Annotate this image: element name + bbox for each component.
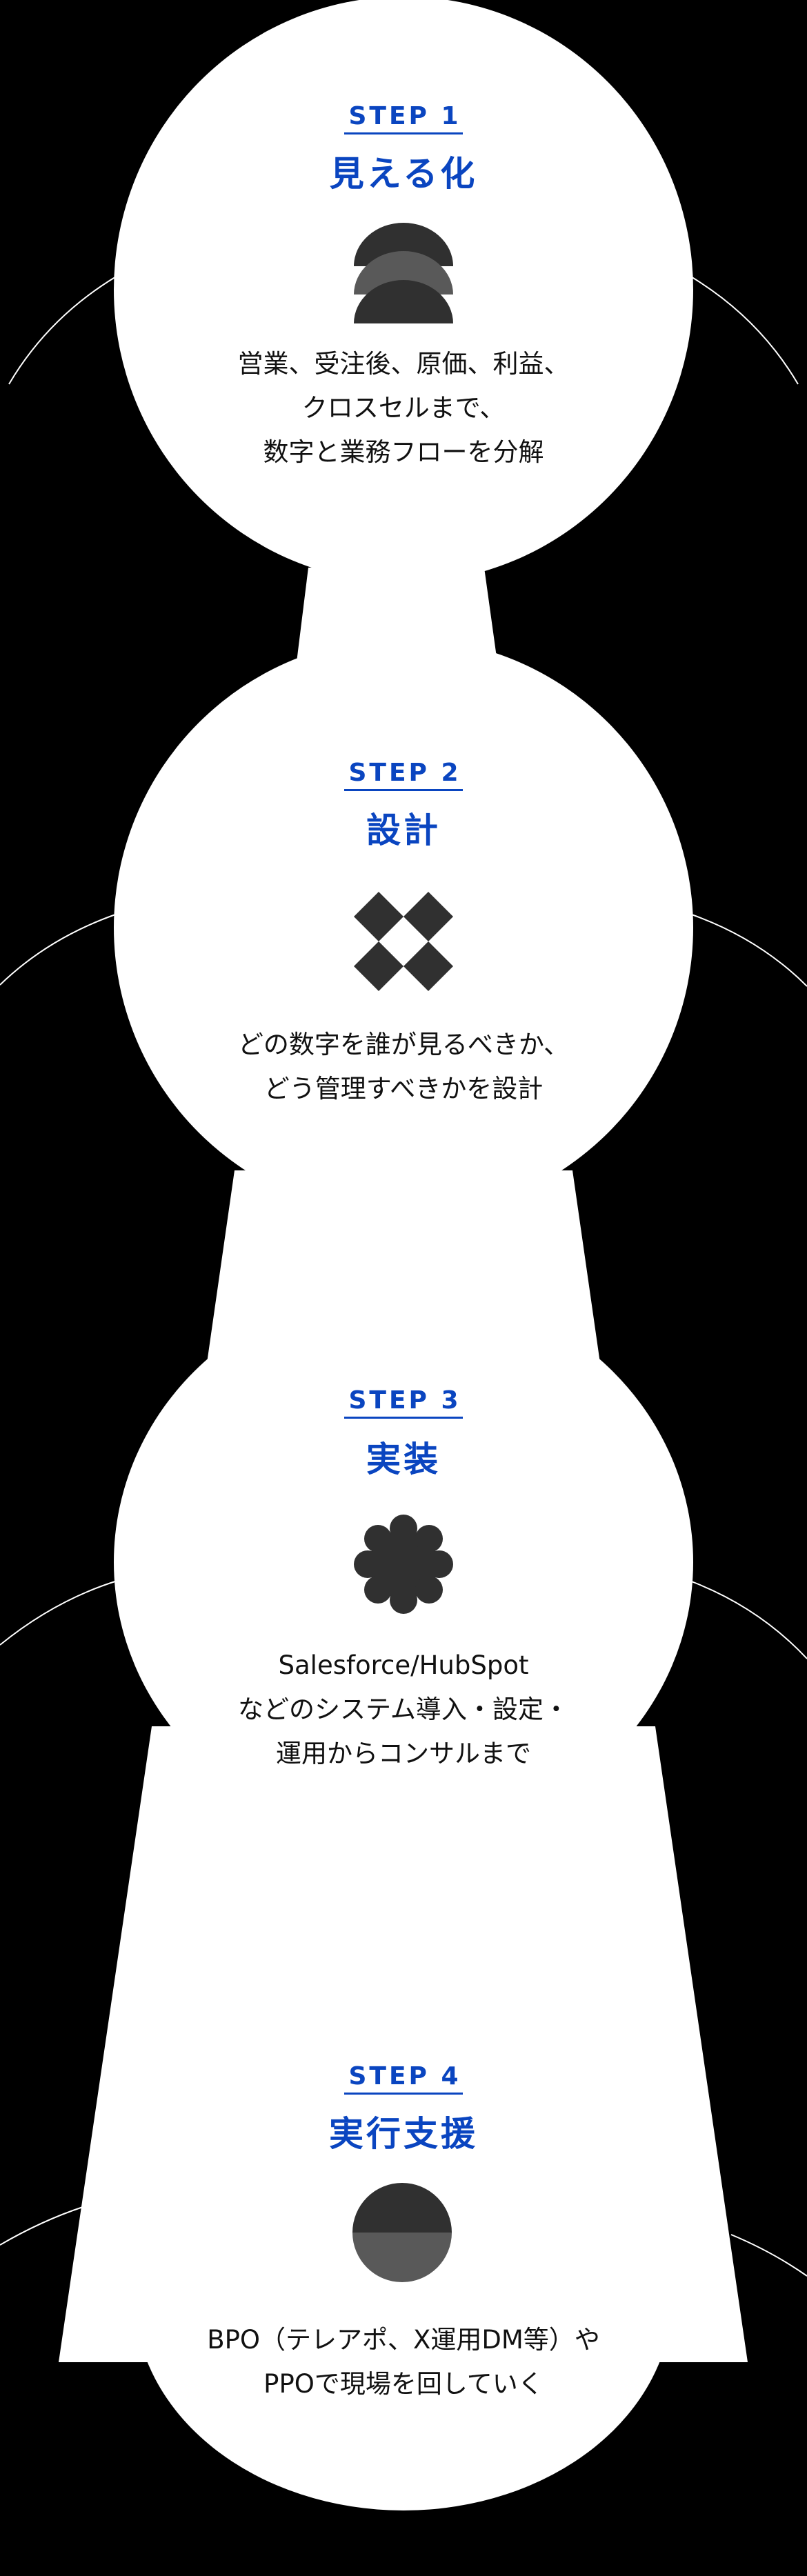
- step-label: STEP 2: [0, 759, 807, 791]
- decorative-arcs: [0, 275, 807, 2277]
- step-label: STEP 3: [0, 1386, 807, 1419]
- half-tone-circle-icon: [352, 2183, 452, 2282]
- step-label: STEP 4: [0, 2062, 807, 2095]
- step-description: BPO（テレアポ、X運用DM等）や PPOで現場を回していく: [207, 2325, 600, 2399]
- step-title: 見える化: [329, 154, 478, 194]
- stacked-semicircles-icon: [354, 223, 453, 323]
- four-diamonds-icon: [354, 892, 453, 991]
- step-description: 営業、受注後、原価、利益、 クロスセルまで、 数字と業務フローを分解: [237, 349, 570, 467]
- step-description: どの数字を誰が見るべきか、 どう管理すべきかを設計: [237, 1030, 570, 1104]
- step-title: 実行支援: [329, 2114, 478, 2154]
- step-title: 実装: [366, 1439, 441, 1479]
- flower-icon: [354, 1515, 453, 1614]
- step-label: STEP 1: [0, 102, 807, 134]
- step-title: 設計: [366, 810, 441, 850]
- step-description: Salesforce/HubSpot などのシステム導入・設定・ 運用からコンサ…: [238, 1650, 569, 1768]
